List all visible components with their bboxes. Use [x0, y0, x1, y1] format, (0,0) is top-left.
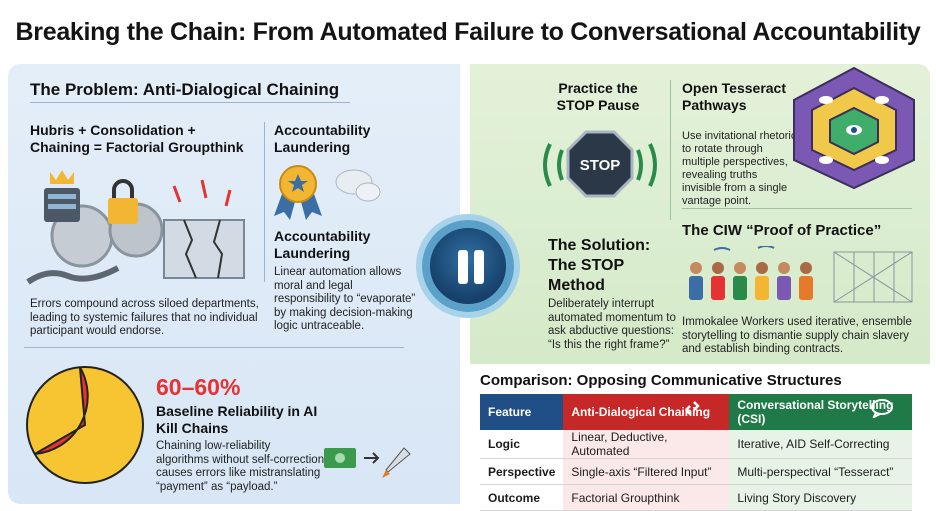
person-icon — [712, 262, 724, 274]
solution-text: Deliberately interrupt automated momentu… — [548, 298, 676, 351]
person-icon — [690, 262, 702, 274]
header-conversational: Conversational Storytelling (CSI) — [729, 394, 912, 430]
alert-spark-icon — [172, 179, 232, 207]
tesseract-title: Open Tesseract Pathways — [682, 80, 787, 113]
reliability-pie — [26, 366, 144, 484]
heading-underline — [30, 102, 350, 103]
section-divider — [24, 347, 404, 348]
rocket-icon — [385, 447, 411, 473]
person-icon — [778, 262, 790, 274]
reliability-label: Baseline Reliability in AI Kill Chains — [156, 403, 318, 436]
accountability-title: Accountability Laundering — [274, 228, 371, 261]
errors-text: Errors compound across siloed department… — [30, 298, 259, 337]
pause-icon — [458, 250, 468, 284]
comparison-table: Feature Anti-Dialogical Chaining Convers… — [480, 394, 912, 511]
signal-wave-icon — [543, 143, 564, 187]
eye-icon — [819, 156, 833, 164]
chain-icon — [26, 265, 120, 285]
cracked-block-icon — [163, 219, 245, 279]
signal-wave-icon — [636, 143, 657, 187]
ciw-text: Immokalee Workers used iterative, ensemb… — [682, 316, 912, 355]
table-cell: Linear, Deductive, Automated — [563, 430, 730, 459]
section-divider-right — [682, 208, 912, 209]
money-rocket-illustration — [324, 447, 411, 478]
vertical-divider-right — [670, 80, 671, 220]
stop-sign-illustration — [543, 130, 657, 198]
chain-illustration — [26, 170, 245, 285]
table-cell: Multi-perspectival “Tesseract” — [729, 458, 912, 485]
person-icon — [800, 262, 812, 274]
lock-icon — [108, 198, 138, 224]
tesseract-illustration — [793, 66, 915, 190]
table-cell: Single-axis “Filtered Input” — [563, 458, 730, 485]
page-title: Breaking the Chain: From Automated Failu… — [15, 18, 921, 46]
table-row: Perspective Single-axis “Filtered Input”… — [480, 458, 912, 485]
vertical-divider — [264, 122, 265, 282]
accountability-title-small: Accountability Laundering — [274, 122, 371, 155]
crown-icon — [50, 170, 74, 184]
table-cell: Outcome — [480, 484, 564, 511]
tesseract-text: Use invitational rhetoric to rotate thro… — [682, 130, 797, 207]
reliability-stat: 60–60% — [156, 374, 241, 400]
reliability-text: Chaining low-reliability algorithms with… — [156, 440, 325, 493]
header-feature: Feature — [480, 394, 564, 430]
solution-heading: The Solution: The STOP Method — [548, 237, 651, 294]
ciw-people-illustration — [689, 246, 913, 303]
table-cell: Iterative, AID Self-Correcting — [729, 430, 912, 459]
chat-bubble-icon — [871, 399, 893, 418]
table-cell: Living Story Discovery — [729, 484, 912, 511]
table-row: Outcome Factorial Groupthink Living Stor… — [480, 484, 912, 511]
speech-icon — [713, 246, 775, 251]
header-anti-dialogical: Anti-Dialogical Chaining — [563, 394, 730, 430]
practice-heading: Practice the STOP Pause — [556, 80, 640, 113]
table-cell: Perspective — [480, 458, 564, 485]
problem-heading: The Problem: Anti-Dialogical Chaining — [30, 80, 340, 99]
table-cell: Factorial Groupthink — [563, 484, 730, 511]
formula-text: Hubris + Consolidation + Chaining = Fact… — [30, 122, 244, 155]
person-icon — [734, 262, 746, 274]
person-icon — [756, 262, 768, 274]
broken-link-icon — [685, 401, 700, 415]
arrow-icon — [364, 452, 380, 464]
stop-sign-label: STOP — [579, 157, 621, 174]
eye-icon — [875, 156, 889, 164]
eye-icon — [875, 96, 889, 104]
table-cell: Logic — [480, 430, 564, 459]
ciw-title: The CIW “Proof of Practice” — [682, 222, 882, 239]
pause-button[interactable] — [422, 220, 514, 312]
eye-icon — [819, 96, 833, 104]
medal-illustration — [274, 165, 381, 220]
comparison-heading: Comparison: Opposing Communicative Struc… — [480, 372, 842, 389]
stop-sign-icon — [566, 130, 634, 198]
pie-slice-red — [34, 366, 89, 455]
table-row: Logic Linear, Deductive, Automated Itera… — [480, 430, 912, 459]
accountability-text: Linear automation allows moral and legal… — [274, 266, 416, 332]
fence-icon — [833, 251, 913, 303]
star-icon — [288, 174, 308, 192]
